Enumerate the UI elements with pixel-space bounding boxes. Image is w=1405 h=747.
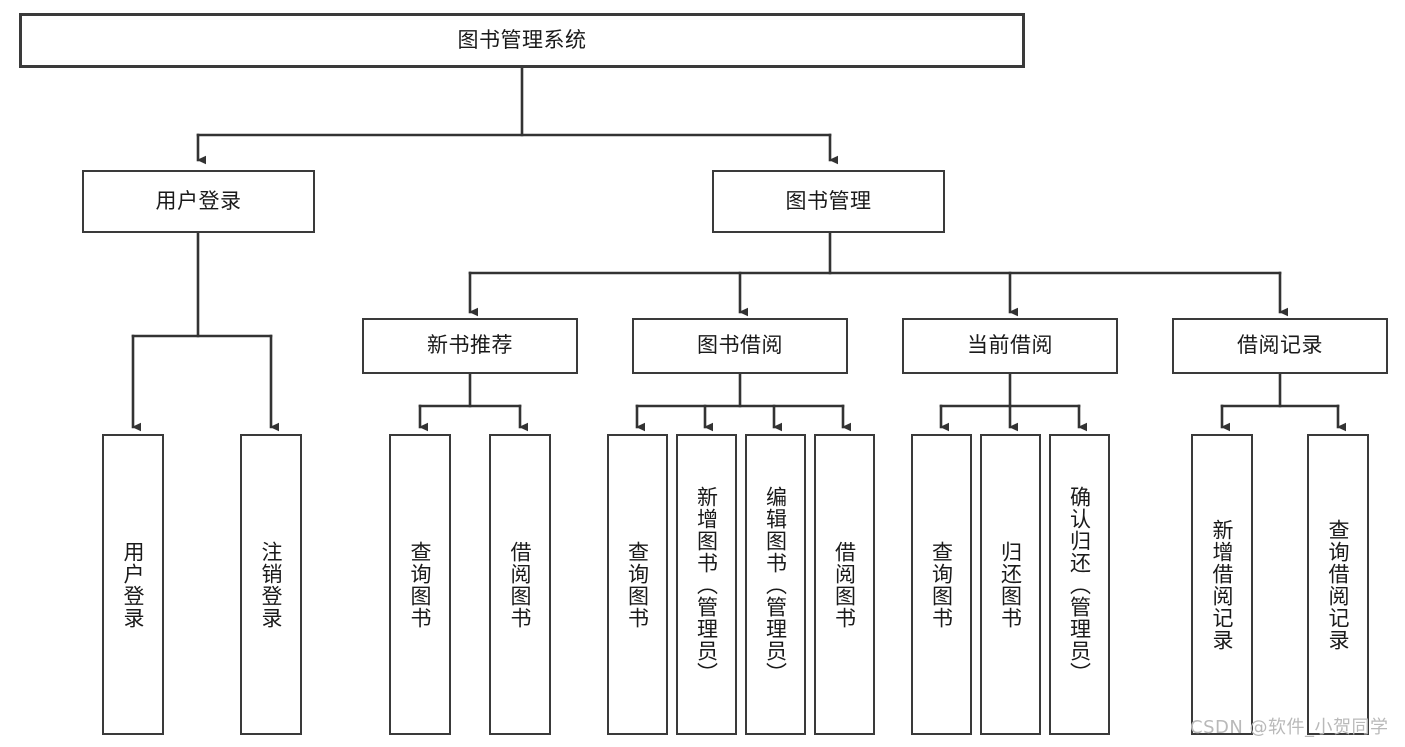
node-current-borrow-label: 当前借阅 [967,333,1053,358]
node-leaf-add-record[interactable]: 新增借阅记录 [1191,434,1253,735]
node-borrow-record[interactable]: 借阅记录 [1172,318,1388,374]
node-root[interactable]: 图书管理系统 [19,13,1025,68]
connector-currentborrow-to-leaves [939,372,1088,432]
connector-root-to-level1 [196,66,839,165]
node-book-manage-label: 图书管理 [785,188,872,213]
node-leaf-return-book-label: 归还图书 [998,540,1023,629]
node-leaf-query-book-borrow[interactable]: 查询图书 [607,434,668,735]
node-leaf-borrow-book[interactable]: 借阅图书 [814,434,875,735]
node-leaf-query-book-current[interactable]: 查询图书 [911,434,972,735]
node-leaf-query-book-new-label: 查询图书 [408,540,433,629]
node-leaf-confirm-return-label: 确认归还（管理员） [1067,485,1092,684]
node-root-label: 图书管理系统 [457,27,587,52]
node-book-borrow-label: 图书借阅 [697,333,783,358]
node-leaf-add-book[interactable]: 新增图书（管理员） [676,434,737,735]
node-leaf-borrow-book-new-label: 借阅图书 [508,540,533,629]
node-user-login-label: 用户登录 [155,188,242,213]
node-new-book-recommend[interactable]: 新书推荐 [362,318,578,374]
node-leaf-edit-book-label: 编辑图书（管理员） [763,485,788,684]
connector-bookmanage-to-level2 [468,231,1289,317]
node-leaf-query-book-current-label: 查询图书 [929,540,954,629]
node-book-borrow[interactable]: 图书借阅 [632,318,848,374]
node-leaf-add-book-label: 新增图书（管理员） [694,485,719,684]
node-leaf-user-login-label: 用户登录 [121,540,146,629]
connector-newbook-to-leaves [418,372,529,432]
node-leaf-user-login[interactable]: 用户登录 [102,434,164,735]
node-user-login[interactable]: 用户登录 [82,170,315,233]
connector-bookborrow-to-leaves [635,372,852,432]
node-leaf-query-record-label: 查询借阅记录 [1326,518,1351,651]
node-leaf-query-book-new[interactable]: 查询图书 [389,434,451,735]
node-leaf-logout-login-label: 注销登录 [259,540,284,629]
node-leaf-confirm-return[interactable]: 确认归还（管理员） [1049,434,1110,735]
node-leaf-edit-book[interactable]: 编辑图书（管理员） [745,434,806,735]
watermark-text: CSDN @软件_小贺同学 [1190,717,1389,738]
node-leaf-logout-login[interactable]: 注销登录 [240,434,302,735]
node-leaf-add-record-label: 新增借阅记录 [1210,518,1235,651]
node-leaf-query-book-borrow-label: 查询图书 [625,540,650,629]
node-current-borrow[interactable]: 当前借阅 [902,318,1118,374]
node-leaf-query-record[interactable]: 查询借阅记录 [1307,434,1369,735]
node-borrow-record-label: 借阅记录 [1237,333,1323,358]
connector-userlogin-to-leaves [131,231,280,432]
node-book-manage[interactable]: 图书管理 [712,170,945,233]
node-leaf-borrow-book-label: 借阅图书 [832,540,857,629]
node-new-book-recommend-label: 新书推荐 [427,333,513,358]
connector-borrowrecord-to-leaves [1220,372,1347,432]
node-leaf-return-book[interactable]: 归还图书 [980,434,1041,735]
node-leaf-borrow-book-new[interactable]: 借阅图书 [489,434,551,735]
